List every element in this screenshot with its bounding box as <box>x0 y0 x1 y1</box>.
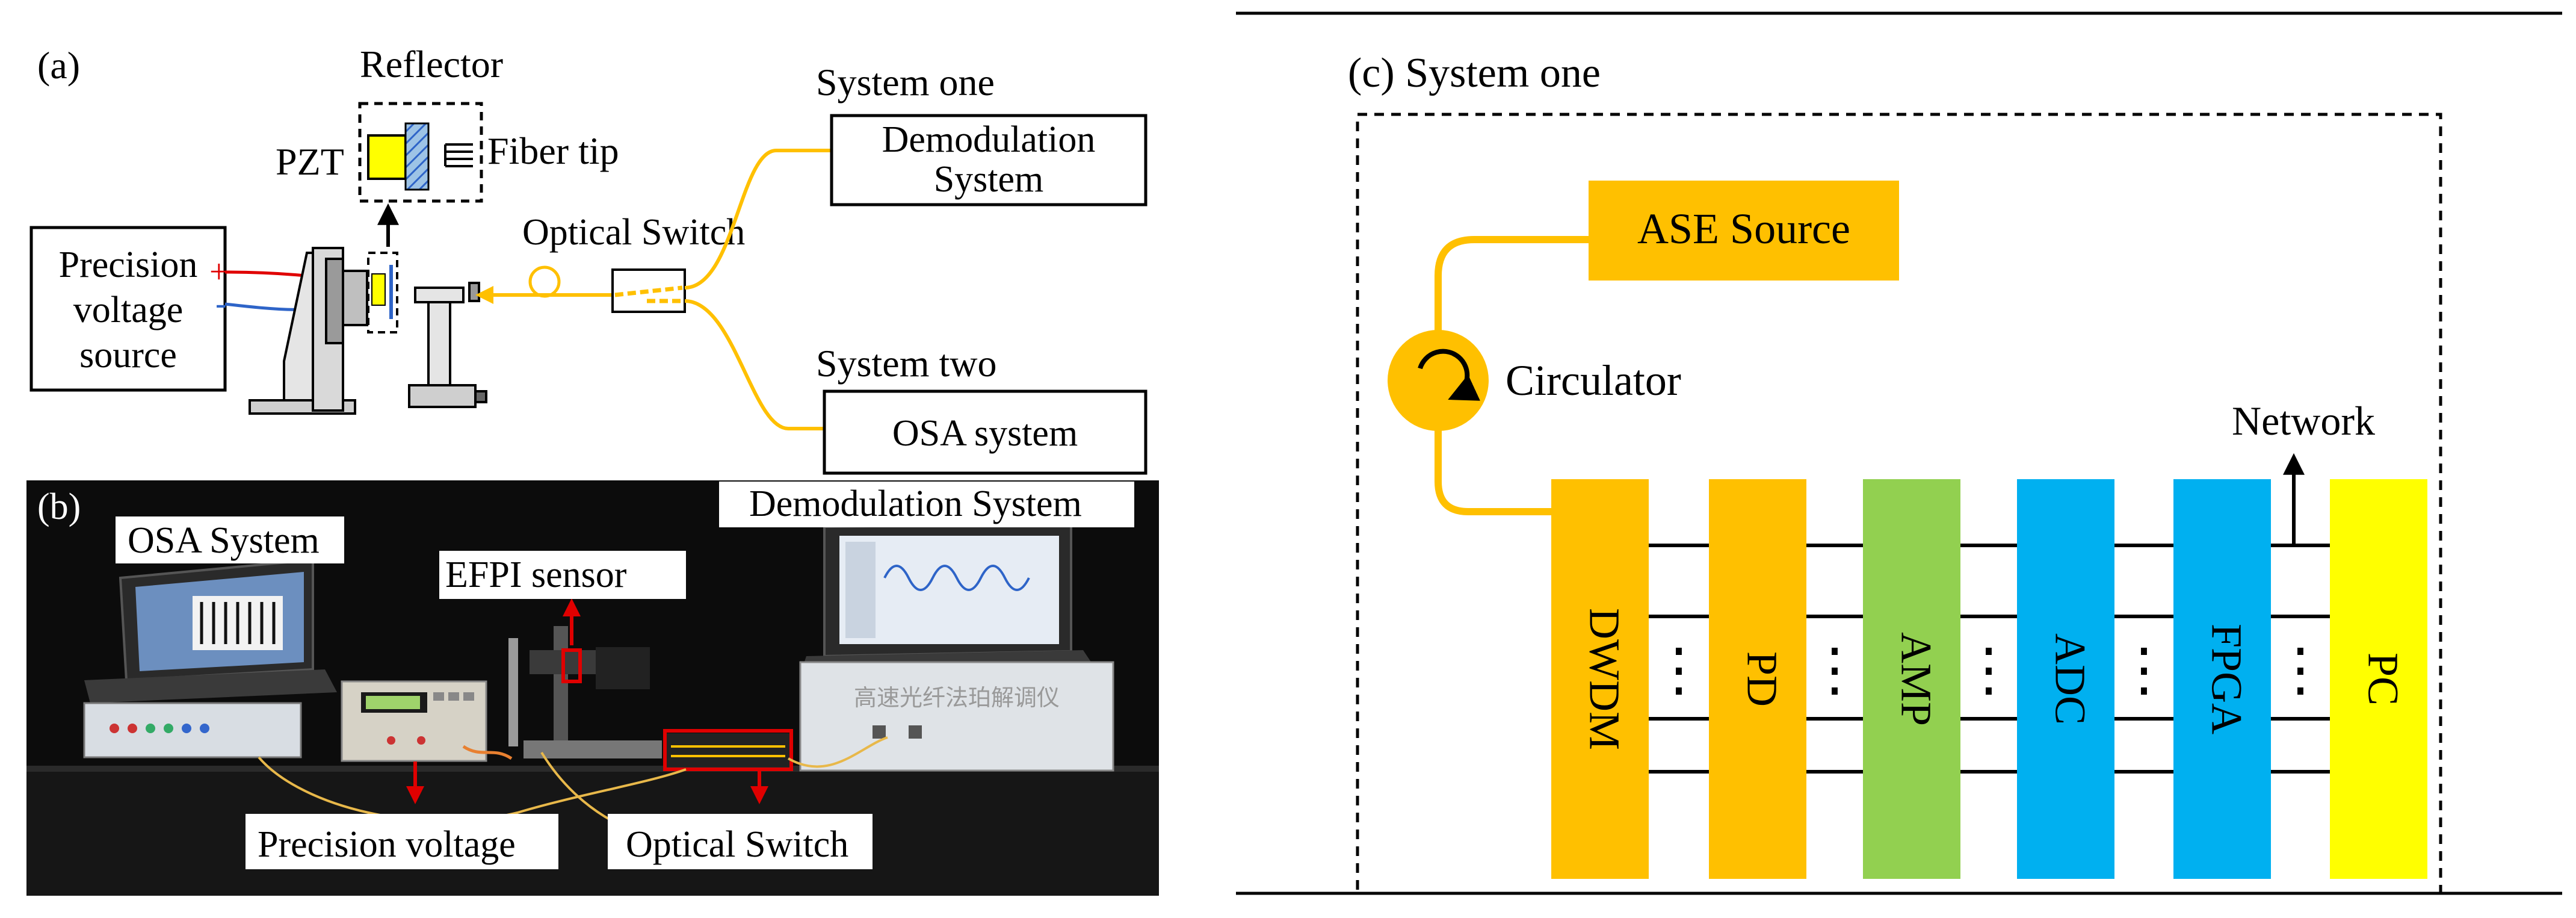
optical-switch-label-bg <box>608 814 873 869</box>
panel-c-title: (c) System one <box>1348 50 1601 96</box>
block-dwdm <box>1551 479 1649 879</box>
demod-label-bg <box>719 482 1134 527</box>
reflector-box <box>358 102 483 203</box>
osa-system-label-bg <box>116 516 344 563</box>
block-pc <box>2330 479 2427 879</box>
network-label: Network <box>2232 398 2375 444</box>
block-pd <box>1709 479 1806 879</box>
block-adc-label: ADC <box>2046 633 2094 725</box>
block-pd-label: PD <box>1738 651 1786 707</box>
panel-b-label: (b) <box>37 486 81 527</box>
ellipsis-1: ⋮ <box>1650 637 1708 702</box>
efpi-setup-photo <box>508 626 662 758</box>
ellipsis-5: ⋮ <box>2272 637 2329 702</box>
circulator-icon <box>1388 330 1489 431</box>
demodulation-line2: System <box>934 159 1044 200</box>
osa-system-label-a: OSA system <box>892 413 1078 454</box>
efpi-sensor-label: EFPI sensor <box>445 554 627 595</box>
pzt-mount-yellow <box>371 273 386 306</box>
signal-chain-blocks: DWDM PD AMP ADC FPGA PC <box>1551 479 2427 879</box>
block-amp-label: AMP <box>1892 632 1940 726</box>
demod-laptop-photo: 高速光纤法珀解调仪 <box>799 522 1114 772</box>
block-pc-label: PC <box>2359 653 2407 706</box>
reflector-label: Reflector <box>360 43 503 85</box>
panel-a: (a) Reflector PZT Fiber tip Precision vo… <box>29 43 1147 475</box>
panel-a-label: (a) <box>37 44 80 87</box>
switch-photo <box>665 733 791 767</box>
optical-switch-fiber <box>614 285 683 297</box>
optical-switch-label-b: Optical Switch <box>626 824 848 865</box>
block-dwdm-label: DWDM <box>1580 608 1628 750</box>
fiber-holder <box>408 282 487 408</box>
photo-table <box>26 771 1159 896</box>
fiber-ase-to-circulator <box>1435 236 1589 334</box>
translation-stage <box>249 247 368 415</box>
ellipsis-4: ⋮ <box>2115 637 2173 702</box>
precision-source-line3: source <box>79 335 177 376</box>
optical-switch-box <box>611 268 686 313</box>
circulator-arrow-icon <box>1418 349 1480 401</box>
precision-voltage-label-bg <box>246 814 558 869</box>
pzt-mount-box <box>367 252 398 333</box>
circulator-label: Circulator <box>1506 356 1681 405</box>
block-fpga <box>2173 479 2271 879</box>
precision-source-box <box>29 226 227 392</box>
osa-laptop-photo <box>83 558 337 758</box>
photo-table-edge <box>26 766 1159 772</box>
precision-source-line1: Precision <box>59 244 198 285</box>
ellipsis-2: ⋮ <box>1806 637 1864 702</box>
block-amp <box>1863 479 1960 879</box>
reflector-plate <box>404 122 430 191</box>
optical-switch-label-a: Optical Switch <box>522 212 745 253</box>
demodulation-box-a <box>830 114 1147 206</box>
minus-sign: - <box>215 285 227 322</box>
demodulation-line1: Demodulation <box>882 119 1096 160</box>
system-one-label: System one <box>816 61 995 104</box>
pzt-label: PZT <box>276 140 344 183</box>
switch-highlight-box <box>663 729 793 771</box>
pzt-block <box>367 134 407 180</box>
panel-c: (c) System one ASE Source Circulator DWD… <box>1236 11 2562 895</box>
system-two-label: System two <box>816 342 996 385</box>
block-adc <box>2017 479 2114 879</box>
osa-box-a <box>823 389 1147 475</box>
fiber-to-system-one <box>684 149 832 290</box>
system-one-dashed-box <box>1356 113 2442 895</box>
precision-source-line2: voltage <box>73 290 184 330</box>
block-fpga-label: FPGA <box>2202 624 2250 734</box>
fiber-to-system-two <box>684 299 824 430</box>
panel-b: 高速光纤法珀解调仪 (b) OSA System EFPI sensor Dem… <box>26 480 1159 896</box>
ase-source-box <box>1589 181 1899 281</box>
block-connectors <box>1649 544 2330 774</box>
efpi-highlight-box <box>561 648 582 683</box>
ellipsis-3: ⋮ <box>1960 637 2018 702</box>
fiber-loop-icon <box>528 265 561 298</box>
fiber-circulator-to-dwdm <box>1435 427 1551 515</box>
osa-system-label-b: OSA System <box>128 520 320 561</box>
fiber-tip-icon <box>444 143 473 167</box>
precision-voltage-label: Precision voltage <box>258 824 516 865</box>
svg-text:高速光纤法珀解调仪: 高速光纤法珀解调仪 <box>854 686 1060 711</box>
fiber-tip-label: Fiber tip <box>487 129 619 172</box>
ase-source-label: ASE Source <box>1637 205 1850 253</box>
efpi-sensor-label-bg <box>439 551 686 599</box>
demod-system-label-b: Demodulation System <box>749 483 1082 524</box>
voltage-source-photo <box>341 680 513 762</box>
